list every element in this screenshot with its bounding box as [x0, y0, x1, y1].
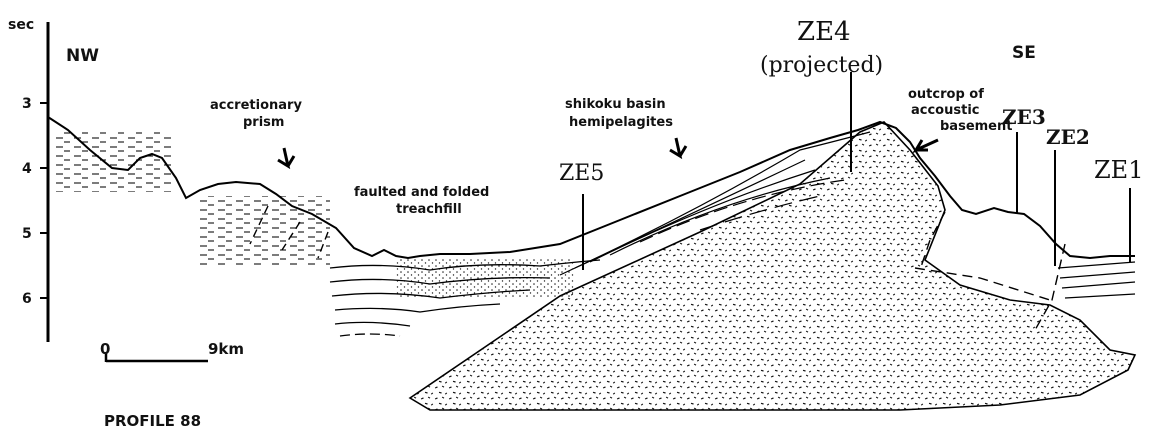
scale-bar: 0 9km: [100, 340, 244, 362]
arrow-down-icon: [278, 148, 294, 166]
prism-hatch: [200, 196, 330, 266]
label-trenchfill-line1: faulted and folded: [354, 185, 489, 200]
label-accretionary-prism: accretionary prism: [210, 98, 302, 130]
arrow-left-icon: [916, 140, 938, 150]
label-outcrop-line1: outcrop of: [908, 87, 984, 102]
axis-unit: sec: [8, 17, 34, 33]
scale-start: 0: [100, 340, 110, 358]
site-ze5-label: ZE5: [559, 161, 604, 186]
site-ze4-note: (projected): [760, 53, 883, 78]
vertical-axis: sec 3 4 5 6: [8, 17, 48, 342]
label-trenchfill-line2: treachfill: [396, 202, 462, 217]
arrow-down-icon: [670, 138, 686, 156]
label-accretionary-line1: accretionary: [210, 98, 302, 113]
direction-nw: NW: [66, 46, 99, 66]
label-outcrop-line2: accoustic: [911, 103, 980, 118]
tick-label-6: 6: [22, 291, 32, 307]
nw-hatch: [52, 132, 172, 192]
se-basin-layers: [1058, 262, 1135, 298]
profile-title: PROFILE 88: [104, 412, 201, 429]
label-trenchfill: faulted and folded treachfill: [354, 185, 489, 217]
label-accretionary-line2: prism: [243, 115, 284, 130]
site-ze3-label: ZE3: [1002, 105, 1046, 129]
tick-label-3: 3: [22, 96, 32, 112]
label-outcrop: outcrop of accoustic basement: [908, 87, 1012, 134]
site-ze4-label: ZE4: [797, 17, 851, 47]
site-ze1-label: ZE1: [1094, 156, 1143, 184]
site-ze2-label: ZE2: [1046, 125, 1090, 149]
tick-label-4: 4: [22, 161, 32, 177]
label-shikoku: shikoku basin hemipelagites: [565, 97, 673, 130]
tick-label-5: 5: [22, 226, 32, 242]
scale-end: 9km: [208, 340, 244, 358]
label-shikoku-line1: shikoku basin: [565, 97, 666, 112]
direction-se: SE: [1012, 43, 1036, 63]
label-shikoku-line2: hemipelagites: [569, 115, 673, 130]
